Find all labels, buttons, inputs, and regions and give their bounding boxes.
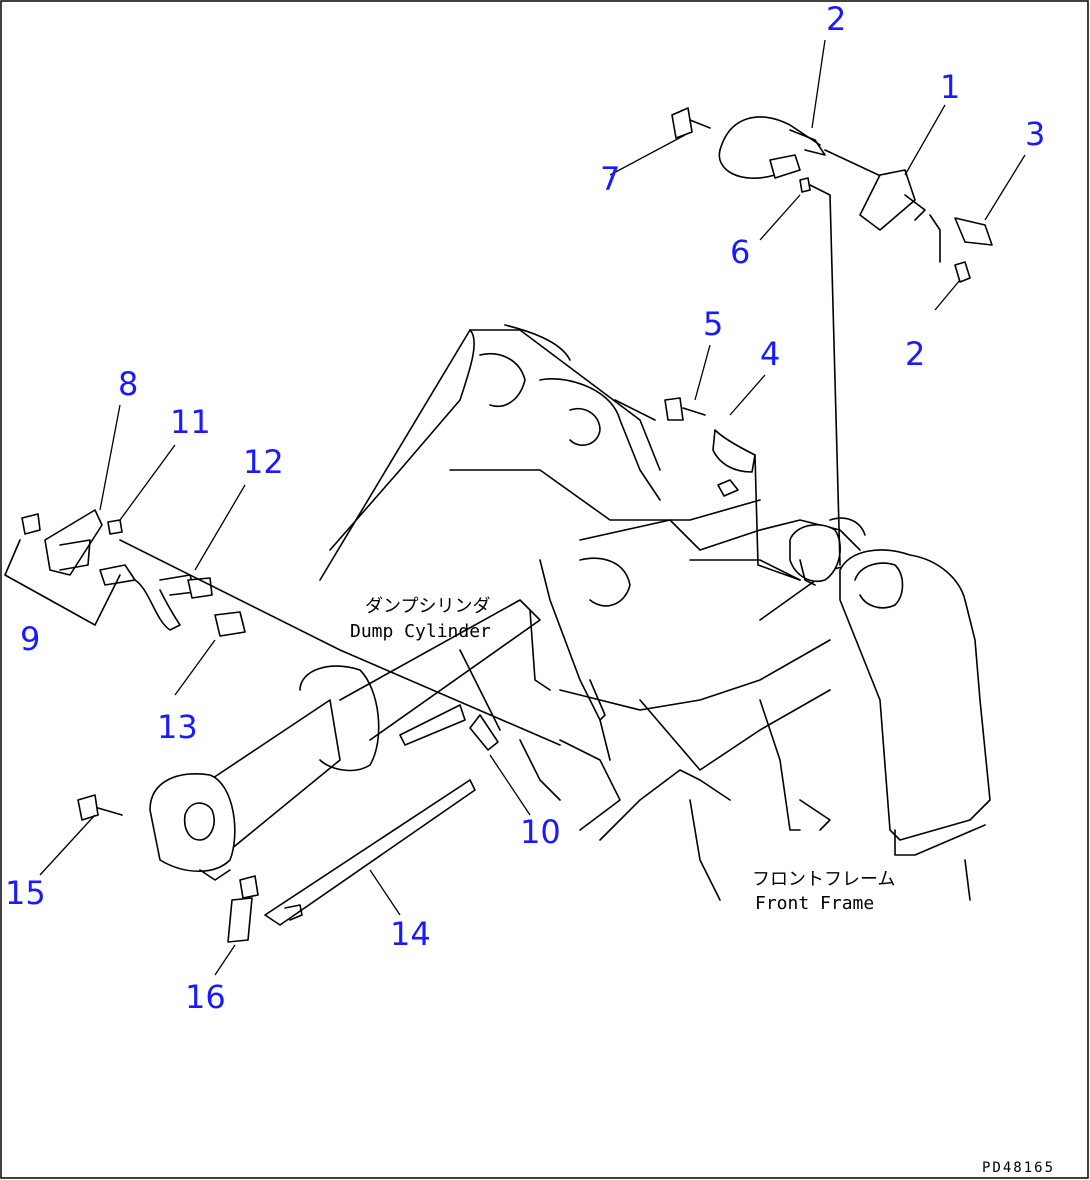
callout-2-top: 2	[826, 0, 846, 38]
leader-lines	[39, 39, 1026, 976]
callout-2-bottom: 2	[905, 335, 925, 373]
callout-12: 12	[243, 443, 284, 481]
upper-sensor-assembly	[671, 107, 993, 566]
dump-cylinder-label-en: Dump Cylinder	[350, 621, 491, 642]
part-labels: ダンプシリンダ Dump Cylinder フロントフレーム Front Fra…	[350, 596, 895, 914]
left-sensor-assembly	[4, 509, 561, 751]
dump-cylinder-label-jp: ダンプシリンダ	[365, 596, 490, 617]
dump-cylinder-drawing	[149, 599, 541, 881]
callout-16: 16	[185, 978, 226, 1016]
callout-11: 11	[170, 403, 211, 441]
parts-14-15-16	[77, 779, 476, 943]
callout-10: 10	[520, 813, 561, 851]
drawing-code: PD48165	[982, 1160, 1055, 1176]
callout-7: 7	[600, 160, 620, 198]
callout-9: 9	[20, 620, 40, 658]
parts-4-5	[664, 397, 801, 581]
callout-5: 5	[703, 305, 723, 343]
callout-13: 13	[157, 708, 198, 746]
callout-numbers: 2 1 3 7 6 2 5 4 8 11 12 9 13 10 15 14 16	[5, 0, 1045, 1016]
callout-6: 6	[730, 233, 750, 271]
front-frame-label-en: Front Frame	[755, 893, 874, 914]
callout-1: 1	[940, 68, 960, 106]
front-frame-label-jp: フロントフレーム	[752, 869, 895, 890]
callout-14: 14	[390, 915, 431, 953]
line-drawing	[4, 107, 993, 943]
front-frame-drawing	[319, 324, 991, 901]
callout-4: 4	[760, 335, 780, 373]
callout-15: 15	[5, 874, 46, 912]
callout-8: 8	[118, 365, 138, 403]
callout-3: 3	[1025, 115, 1045, 153]
